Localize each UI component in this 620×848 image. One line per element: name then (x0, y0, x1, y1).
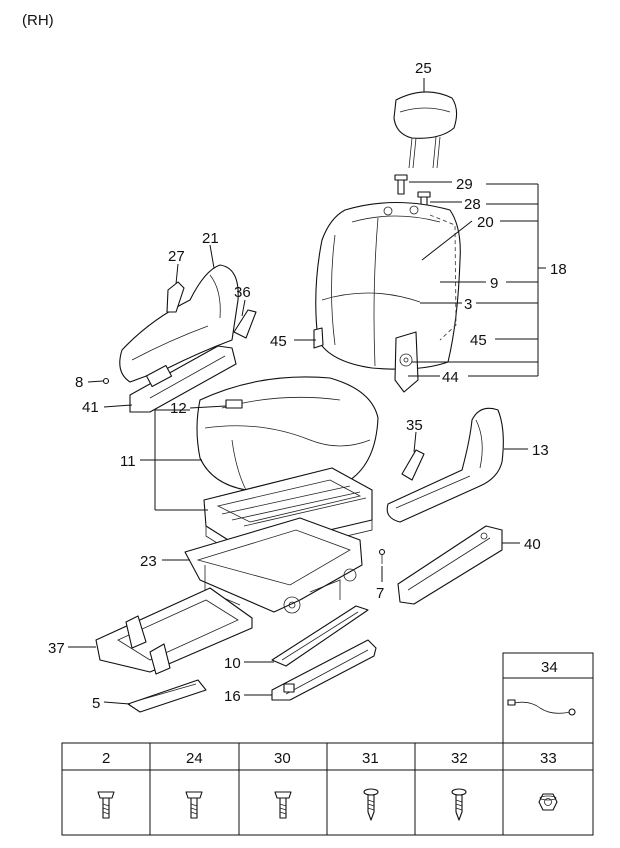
knob-36 (233, 309, 257, 339)
part-34-box: 34 (502, 652, 594, 744)
callout-45-right: 45 (470, 332, 487, 349)
callout-36: 36 (234, 284, 251, 301)
callout-8: 8 (75, 374, 83, 391)
callout-41: 41 (82, 399, 99, 416)
seat-cushion (196, 376, 379, 492)
nut-icon (538, 793, 558, 811)
fastener-header-31: 31 (362, 750, 379, 767)
headrest (393, 91, 458, 169)
fastener-table: 2 24 30 31 32 33 (61, 742, 594, 836)
bolt-icon (185, 791, 203, 819)
callout-3: 3 (464, 296, 472, 313)
callout-11: 11 (120, 453, 136, 470)
leader-lines (68, 181, 546, 705)
callout-44: 44 (442, 369, 459, 386)
fastener-header-24: 24 (186, 750, 203, 767)
headrest-guide-29 (394, 174, 408, 195)
callout-45-left: 45 (270, 333, 287, 350)
screw-icon (451, 788, 467, 821)
callout-40: 40 (524, 536, 541, 553)
callout-27: 27 (168, 248, 185, 265)
callout-29: 29 (456, 176, 473, 193)
rail-cover-10 (271, 605, 369, 667)
rail-cover-16 (271, 639, 377, 701)
side-cover-40 (397, 525, 503, 605)
callout-35: 35 (406, 417, 423, 434)
callout-9: 9 (490, 275, 498, 292)
side-label: (RH) (22, 12, 54, 29)
callout-34: 34 (541, 659, 558, 676)
callout-7: 7 (376, 585, 384, 602)
callout-10: 10 (224, 655, 241, 672)
base-bracket-37 (95, 587, 253, 675)
seat-track-23 (184, 517, 363, 614)
side-shield-13 (386, 407, 504, 523)
callout-5: 5 (92, 695, 100, 712)
bracket-5 (127, 679, 207, 713)
callout-21: 21 (202, 230, 219, 247)
screw-icon (363, 788, 379, 821)
callout-12: 12 (170, 400, 187, 417)
callout-37: 37 (48, 640, 65, 657)
fastener-header-30: 30 (274, 750, 291, 767)
knob-35 (401, 449, 425, 481)
callout-23: 23 (140, 553, 157, 570)
callout-18: 18 (550, 261, 567, 278)
side-cover-41 (129, 345, 237, 413)
callout-20: 20 (477, 214, 494, 231)
seat-back (313, 202, 461, 393)
fastener-header-33: 33 (540, 750, 557, 767)
callout-13: 13 (532, 442, 549, 459)
fastener-header-2: 2 (102, 750, 110, 767)
callout-16: 16 (224, 688, 241, 705)
callout-25: 25 (415, 60, 432, 77)
bolt-icon (274, 791, 292, 819)
bolt-icon (97, 791, 115, 819)
clip-8 (102, 377, 110, 385)
cable-icon (507, 699, 576, 716)
callout-28: 28 (464, 196, 481, 213)
fastener-header-32: 32 (451, 750, 468, 767)
pin-7 (378, 548, 386, 564)
